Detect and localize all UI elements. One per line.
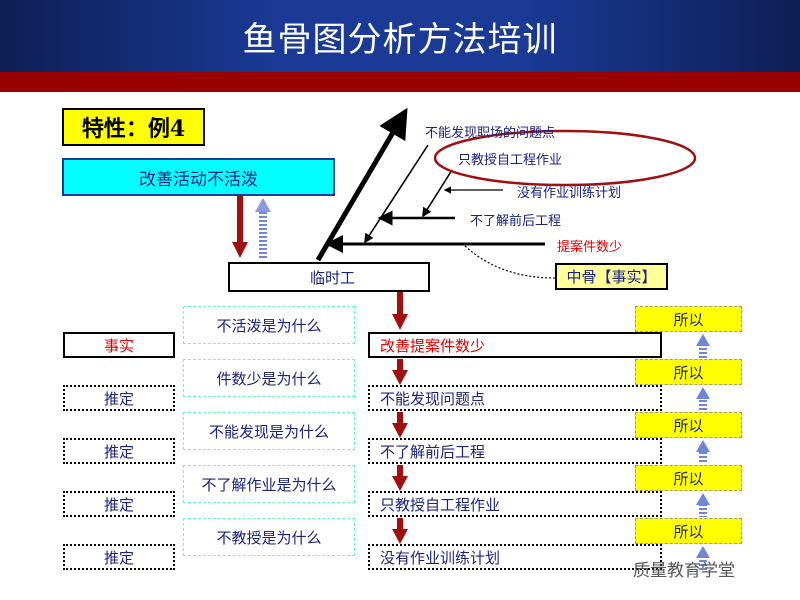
row-type-box: 事实 (63, 332, 175, 358)
therefore-box: 所以 (635, 412, 742, 438)
therefore-box: 所以 (635, 518, 742, 544)
row-type-box: 推定 (63, 544, 175, 570)
therefore-box: 所以 (635, 306, 742, 332)
bone-label-5: 提案件数少 (557, 240, 623, 255)
bone-label-3: 没有作业训练计划 (517, 186, 622, 201)
why-question-box: 不教授是为什么 (183, 518, 355, 556)
middle-bone-note: 中骨【事实】 (555, 263, 668, 290)
therefore-box: 所以 (635, 465, 742, 491)
bone-label-1: 不能发现职场的问题点 (425, 126, 556, 141)
blue-up-arrow (696, 440, 710, 464)
row-type-box: 推定 (63, 385, 175, 411)
why-question-box: 不活泼是为什么 (183, 306, 355, 344)
red-down-arrow (392, 518, 408, 544)
blue-up-arrow (696, 546, 710, 570)
row-answer-box: 不能发现问题点 (368, 385, 662, 411)
row-type-box: 推定 (63, 438, 175, 464)
blue-up-arrow (696, 334, 710, 358)
dotted-connector (464, 245, 556, 279)
row-answer-box: 不了解前后工程 (368, 438, 662, 464)
blue-up-arrow (255, 198, 271, 258)
red-down-arrow (392, 412, 408, 438)
bone-line-2 (422, 169, 453, 218)
row-type-box: 推定 (63, 491, 175, 517)
therefore-box: 所以 (635, 359, 742, 385)
characteristic-label: 特性：例4 (62, 108, 205, 146)
problem-box: 改善活动不活泼 (62, 158, 335, 196)
header-red-bar (0, 72, 800, 92)
spine-arrow (315, 107, 408, 262)
bone-label-2: 只教授自工程作业 (458, 153, 563, 168)
watermark: 质量教育学堂 (633, 561, 735, 581)
red-down-arrow (392, 465, 408, 491)
head-cause-box: 临时工 (228, 262, 430, 292)
blue-up-arrow (696, 493, 710, 517)
bone-line-1 (364, 144, 429, 244)
page-title: 鱼骨图分析方法培训 (242, 19, 558, 60)
row-answer-box: 没有作业训练计划 (368, 544, 662, 570)
highlight-ellipse (433, 129, 697, 187)
row-answer-box: 只教授自工程作业 (368, 491, 662, 517)
why-question-box: 不能发现是为什么 (183, 412, 355, 450)
header-banner: 鱼骨图分析方法培训 (0, 0, 800, 72)
row-answer-box: 改善提案件数少 (368, 332, 662, 358)
why-question-box: 件数少是为什么 (183, 359, 355, 397)
blue-up-arrow (696, 387, 710, 411)
red-down-arrow (392, 359, 408, 385)
why-question-box: 不了解作业是为什么 (183, 465, 355, 503)
bone-label-4: 不了解前后工程 (470, 214, 562, 229)
